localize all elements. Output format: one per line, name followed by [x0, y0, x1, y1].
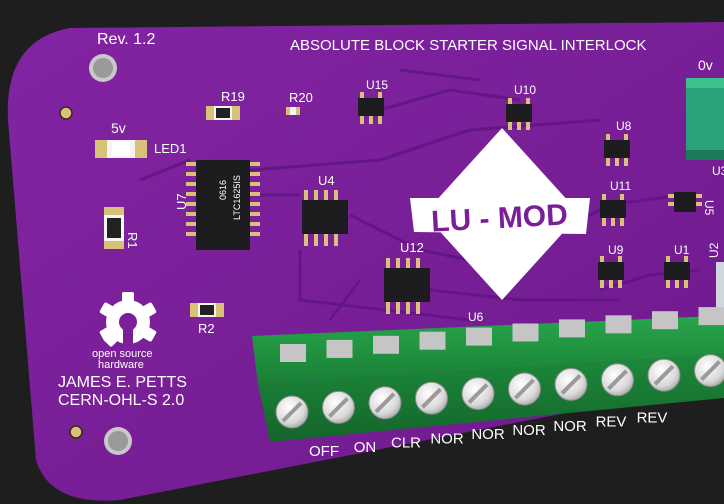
terminal-screw-slot — [281, 401, 303, 423]
label-u9: U9 — [608, 243, 624, 257]
label-r20: R20 — [289, 90, 313, 105]
label-r2: R2 — [198, 321, 215, 336]
resistor-r19 — [206, 106, 240, 120]
terminal-labels: OFF ON CLR NOR NOR NOR NOR REV REV — [309, 409, 667, 460]
label-r1: R1 — [125, 232, 140, 249]
resistor-r1 — [104, 207, 124, 249]
revision-label: Rev. 1.2 — [97, 31, 156, 48]
label-u15: U15 — [366, 78, 388, 92]
label-u5: U5 — [702, 200, 716, 216]
label-led: LED1 — [154, 141, 187, 156]
terminal-screw-slot — [374, 392, 396, 414]
chip-u11 — [600, 194, 626, 226]
osh-text-line2: hardware — [98, 359, 144, 371]
label-u1: U1 — [674, 243, 690, 257]
label-r19: R19 — [221, 89, 245, 104]
led-component — [95, 140, 147, 158]
terminal-screws — [275, 307, 724, 429]
terminal-wire-clamp — [280, 344, 306, 362]
terminal-wire-clamp — [559, 319, 585, 338]
label-u10: U10 — [514, 83, 536, 97]
terminal-wire-clamp — [605, 315, 632, 334]
terminal-label: REV — [596, 414, 627, 431]
terminal-wire-clamp — [373, 335, 399, 354]
connector-0v — [686, 78, 724, 160]
chip-u5 — [668, 192, 702, 212]
lu-mod-logo — [410, 128, 590, 300]
chip-u4 — [302, 190, 348, 246]
terminal-wire-clamp — [466, 327, 492, 346]
terminal-screw-slot — [514, 378, 535, 400]
label-u2: U2 — [707, 242, 721, 258]
resistor-r2 — [190, 303, 224, 317]
label-u12: U12 — [400, 240, 424, 255]
terminal-wire-clamp — [512, 323, 539, 342]
label-u11: U11 — [610, 179, 631, 193]
terminal-screw-slot — [560, 373, 582, 395]
chip-u10 — [506, 98, 532, 130]
label-u7: U7 — [174, 193, 189, 210]
label-0v: 0v — [698, 57, 713, 73]
terminal-screw-slot — [700, 360, 721, 382]
terminal-screw-slot — [467, 383, 489, 405]
terminal-label: NOR — [471, 426, 505, 443]
terminal-screw-slot — [607, 369, 628, 391]
chip-u1 — [664, 256, 690, 288]
terminal-screw-slot — [421, 387, 442, 409]
terminal-wire-clamp — [698, 307, 724, 326]
terminal-wire-clamp — [419, 331, 446, 350]
open-source-hardware-logo — [99, 292, 157, 347]
chip-u15 — [358, 92, 384, 124]
resistor-r20 — [286, 107, 300, 115]
terminal-label: ON — [354, 439, 377, 456]
label-u3: U3 — [712, 164, 724, 178]
chip-u7 — [186, 160, 260, 250]
label-u4: U4 — [318, 173, 335, 188]
u7-marking-2: LTC1625IS — [232, 175, 242, 220]
terminal-label: NOR — [512, 422, 546, 439]
terminal-wire-clamp — [326, 339, 353, 358]
terminal-screw-slot — [328, 396, 349, 418]
fiducial-bottom — [69, 425, 83, 439]
terminal-label: NOR — [553, 418, 587, 435]
chip-u9 — [598, 256, 624, 288]
author-label: JAMES E. PETTS — [58, 374, 187, 391]
terminal-label: REV — [637, 409, 668, 426]
terminal-wire-clamp — [652, 311, 678, 330]
terminal-label: NOR — [430, 430, 464, 447]
fiducial-top — [59, 106, 73, 120]
chip-u12 — [384, 258, 430, 314]
label-u6: U6 — [468, 310, 484, 324]
terminal-label: CLR — [391, 435, 421, 452]
license-label: CERN-OHL-S 2.0 — [58, 392, 184, 409]
osh-text-line1: open source — [92, 348, 153, 360]
board-title: ABSOLUTE BLOCK STARTER SIGNAL INTERLOCK — [290, 37, 646, 54]
u7-marking-1: 0616 — [218, 180, 228, 200]
label-led-voltage: 5v — [111, 120, 126, 136]
lu-mod-text: LU - MOD — [430, 198, 568, 238]
chip-u8 — [604, 134, 630, 166]
label-u8: U8 — [616, 119, 632, 133]
terminal-screw-slot — [653, 364, 675, 386]
connector-right-edge — [716, 262, 724, 310]
terminal-label: OFF — [309, 443, 339, 460]
